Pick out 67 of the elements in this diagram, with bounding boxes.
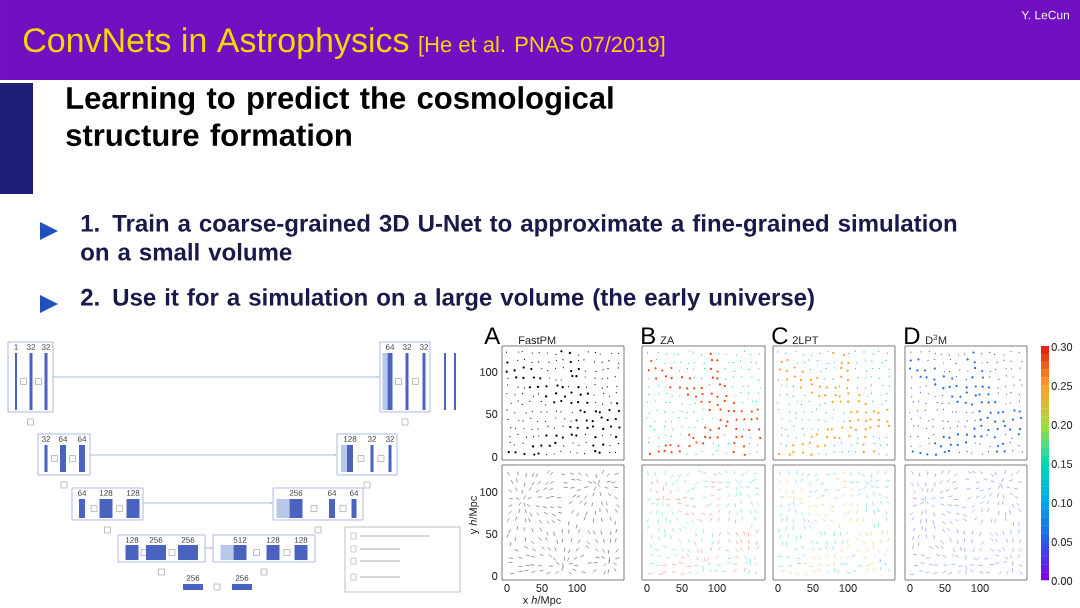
- channel-number: 32: [385, 436, 395, 442]
- tick-label: 100: [708, 584, 726, 592]
- panel-title: 2LPT: [792, 336, 819, 344]
- tick-label: 0.15: [1051, 460, 1073, 468]
- tick-label: 0: [504, 584, 510, 592]
- citation: [He et al. PNAS 07/2019]: [419, 36, 665, 57]
- axis-label: x h/Mpc: [522, 595, 561, 607]
- channel-number: 128: [126, 490, 140, 496]
- channel-number: 512: [233, 537, 247, 543]
- panel-title: FastPM: [519, 336, 556, 345]
- channel-number: 32: [402, 344, 412, 350]
- tick-label: 50: [807, 584, 819, 592]
- channel-number: 64: [77, 490, 87, 496]
- tick-label: 100: [480, 488, 498, 496]
- channel-number: 32: [41, 436, 51, 442]
- tick-label: 0.25: [1051, 382, 1073, 390]
- channel-number: 256: [149, 537, 163, 543]
- channel-number: 256: [289, 490, 303, 496]
- tick-label: 0: [492, 453, 498, 461]
- tick-label: 0.05: [1051, 538, 1073, 546]
- channel-number: 128: [266, 537, 280, 543]
- bullet-text: 1. Train a coarse-grained 3D U-Net to approximate a fine-grained simulation on a small volume: [81, 214, 957, 261]
- panel-title: D$^{3}$M: [926, 334, 947, 344]
- channel-number: 1: [14, 344, 18, 350]
- tick-label: 50: [939, 584, 951, 592]
- tick-label: 0.30: [1051, 343, 1073, 351]
- panel-title: ZA: [660, 336, 675, 344]
- panel-letter: D: [905, 327, 920, 344]
- tick-label: 0.10: [1051, 499, 1073, 507]
- channel-number: 256: [181, 537, 195, 543]
- tick-label: 50: [536, 584, 548, 592]
- panel-letter: C: [772, 327, 788, 345]
- bullet-text: 2. Use it for a simulation on a large volume (the early universe): [81, 288, 814, 311]
- channel-number: 256: [186, 575, 200, 581]
- author-name: Y. LeCun: [1021, 10, 1069, 20]
- channel-number: 256: [235, 575, 249, 581]
- channel-number: 32: [41, 344, 51, 350]
- channel-number: 64: [349, 490, 359, 496]
- channel-number: 32: [367, 436, 377, 442]
- axis-label: y h/Mpc: [468, 496, 480, 535]
- channel-number: 128: [99, 490, 113, 496]
- tick-label: 100: [568, 584, 586, 592]
- tick-label: 0: [644, 584, 650, 592]
- tick-label: 100: [839, 584, 857, 592]
- panel-letter: A: [484, 327, 501, 344]
- tick-label: 0.00: [1051, 577, 1073, 585]
- tick-label: 100: [480, 368, 498, 376]
- tick-label: 0: [492, 572, 498, 580]
- tick-label: 50: [486, 530, 498, 538]
- tick-label: 100: [971, 584, 989, 592]
- channel-number: 32: [26, 344, 36, 350]
- channel-number: 128: [294, 537, 308, 543]
- tick-label: 0.20: [1051, 421, 1073, 429]
- channel-number: 64: [327, 490, 337, 496]
- channel-number: 64: [77, 436, 87, 442]
- tick-label: 0: [907, 584, 913, 592]
- channel-number: 128: [343, 436, 357, 442]
- channel-number: 32: [419, 344, 429, 350]
- tick-label: 50: [676, 584, 688, 592]
- tick-label: 50: [486, 410, 498, 418]
- channel-number: 128: [125, 537, 139, 543]
- panel-letter: B: [642, 327, 655, 344]
- tick-label: 0: [775, 584, 781, 592]
- slide-title: ConvNets in Astrophysics: [23, 27, 409, 60]
- paper-title: Learning to predict the cosmological structure formation: [66, 86, 613, 147]
- channel-number: 64: [385, 344, 395, 350]
- channel-number: 64: [58, 436, 68, 442]
